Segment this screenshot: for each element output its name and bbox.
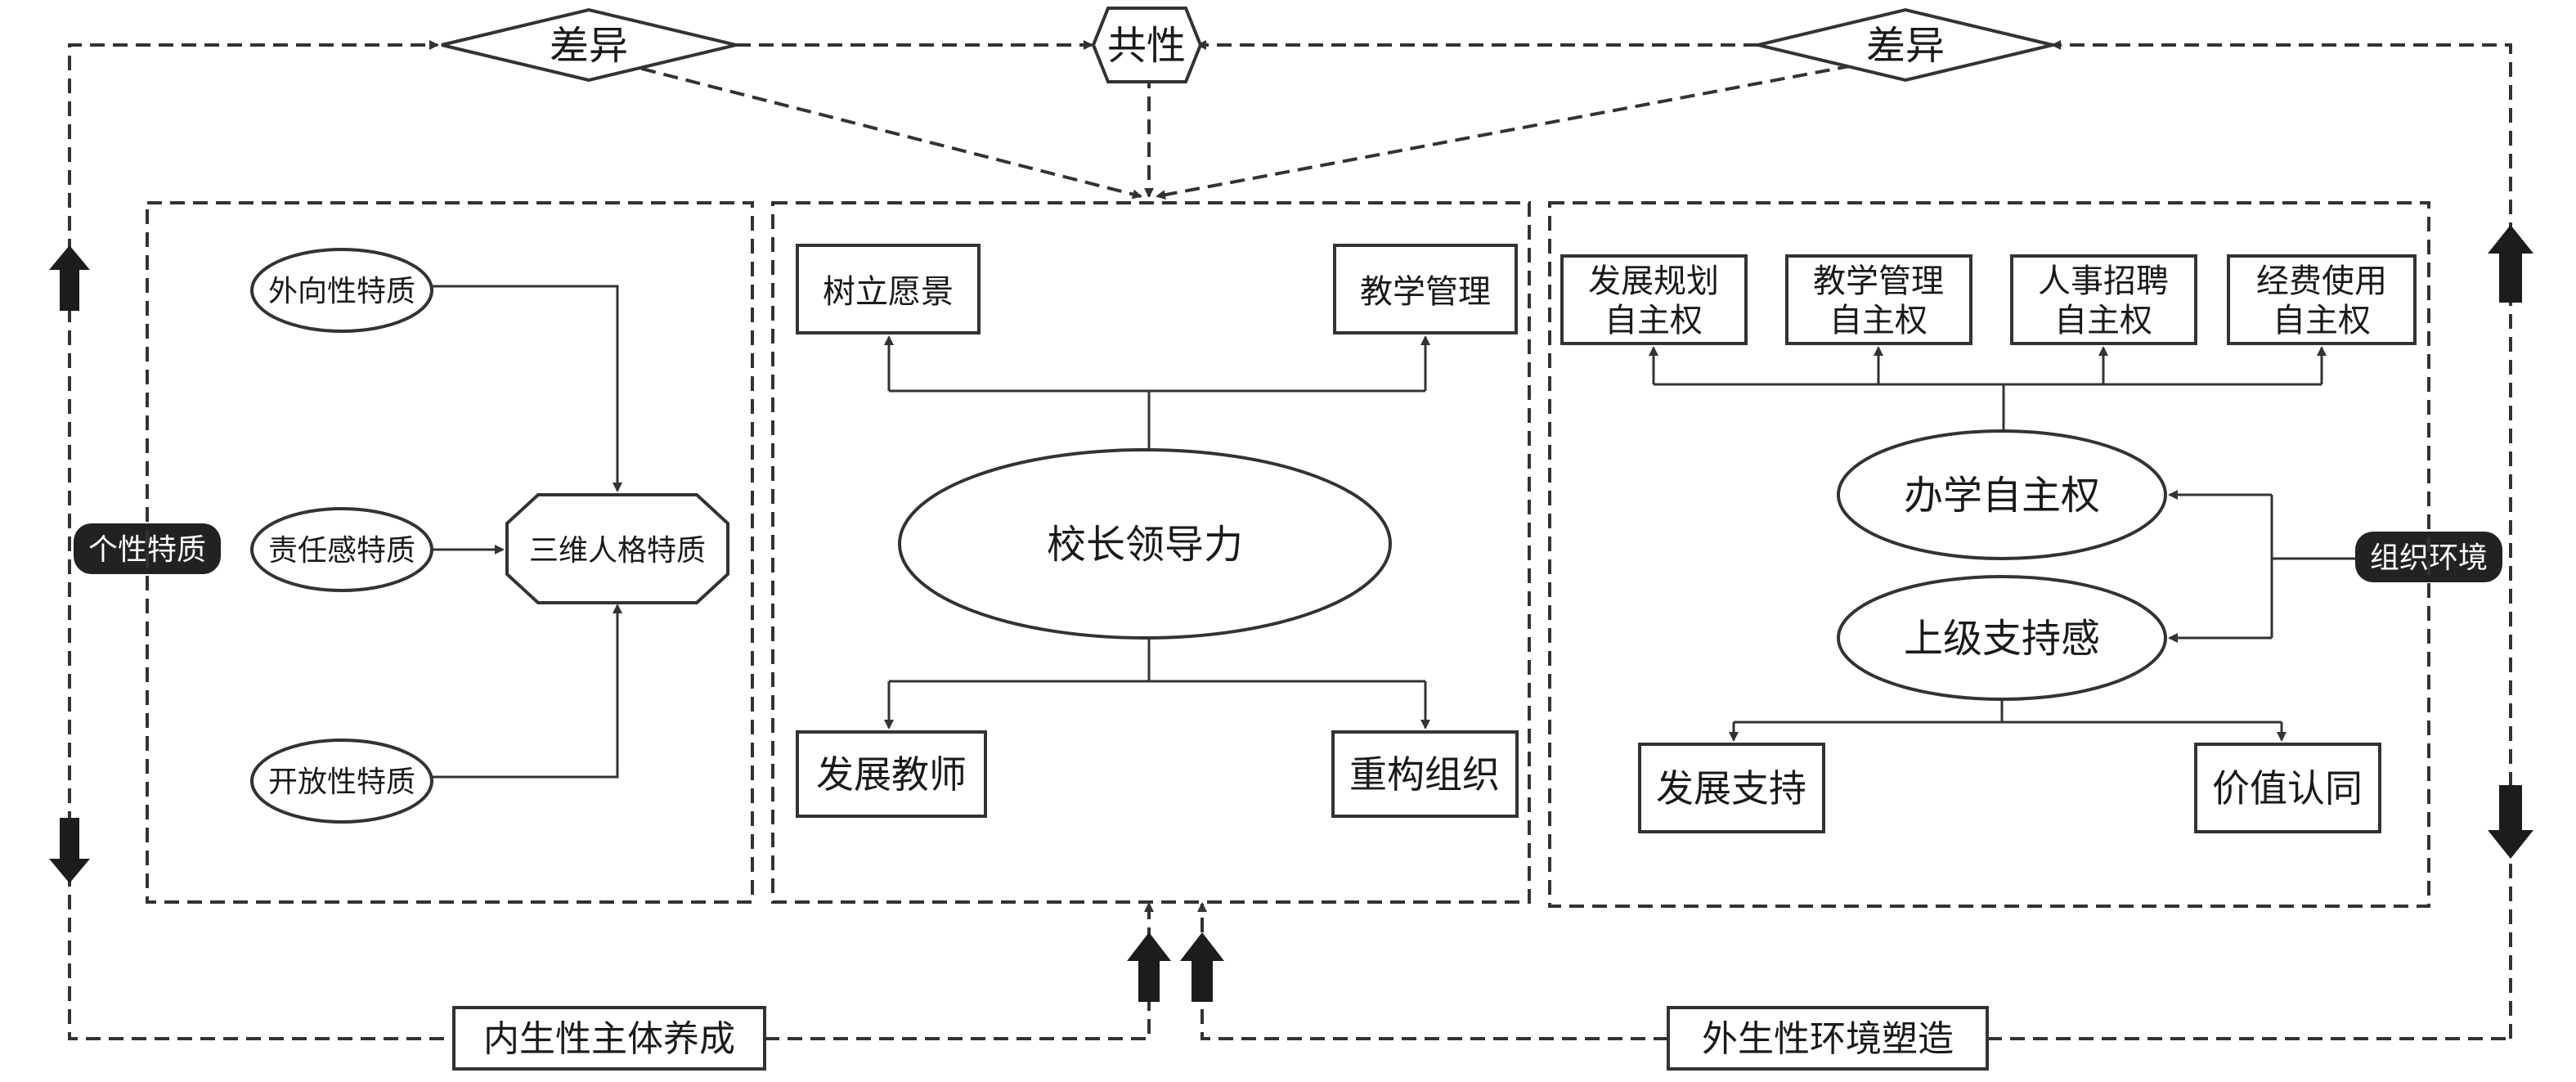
- planning-autonomy-box: 发展规划 自主权: [1560, 254, 1748, 345]
- trait-extraversion-text: 外向性特质: [268, 275, 415, 308]
- principal-leadership-text: 校长领导力: [1047, 522, 1243, 568]
- develop-teachers-box: 发展教师: [796, 730, 987, 818]
- value-identity-box: 价值认同: [2194, 743, 2381, 833]
- development-support-text: 发展支持: [1656, 766, 1806, 810]
- hiring-autonomy-line1: 人事招聘: [2038, 263, 2169, 300]
- vision-box: 树立愿景: [796, 244, 981, 334]
- bottom-left-label: 内生性主体养成: [452, 1006, 766, 1071]
- combined-traits-text: 三维人格特质: [529, 534, 706, 568]
- teaching-mgmt-box: 教学管理: [1333, 244, 1518, 334]
- personality-panel: 外向性特质 责任感特质 开放性特质 三维人格特质: [146, 201, 754, 904]
- teaching-autonomy-line2: 自主权: [1829, 302, 1928, 339]
- diff-left-text: 差异: [550, 23, 628, 69]
- personality-tag: 个性特质: [74, 523, 221, 574]
- bottom-up-arrows: [1127, 932, 1224, 1002]
- environment-panel: 发展规划 自主权 教学管理 自主权 人事招聘 自主权 经费使用 自主权 办学自主…: [1548, 201, 2430, 908]
- common-text: 共性: [1107, 23, 1186, 69]
- development-support-box: 发展支持: [1638, 743, 1825, 833]
- supervisor-support-ellipse: 上级支持感: [1837, 575, 2167, 701]
- right-down-arrow: [2488, 785, 2533, 859]
- teaching-autonomy-box: 教学管理 自主权: [1785, 254, 1972, 345]
- trait-extraversion: 外向性特质: [250, 248, 433, 333]
- diff-right-diamond: 差异: [1757, 7, 2053, 83]
- planning-autonomy-line2: 自主权: [1604, 302, 1703, 339]
- hiring-autonomy-line2: 自主权: [2054, 302, 2152, 339]
- combined-traits-octagon: 三维人格特质: [505, 493, 729, 604]
- restructure-org-box: 重构组织: [1331, 730, 1519, 818]
- teaching-autonomy-line1: 教学管理: [1813, 263, 1944, 300]
- trait-conscientiousness-text: 责任感特质: [268, 534, 415, 568]
- trait-openness: 开放性特质: [250, 739, 433, 824]
- left-up-arrow: [49, 245, 90, 311]
- bottom-left-label-text: 内生性主体养成: [483, 1018, 735, 1060]
- diff-left-diamond: 差异: [441, 7, 737, 83]
- trait-openness-text: 开放性特质: [268, 765, 415, 799]
- school-autonomy-text: 办学自主权: [1904, 473, 2100, 519]
- bottom-right-label-text: 外生性环境塑造: [1702, 1018, 1954, 1060]
- funding-autonomy-box: 经费使用 自主权: [2227, 254, 2417, 345]
- develop-teachers-text: 发展教师: [816, 752, 967, 797]
- right-up-arrow: [2488, 225, 2533, 303]
- principal-leadership-ellipse: 校长领导力: [898, 448, 1392, 640]
- funding-autonomy-line1: 经费使用: [2256, 263, 2387, 300]
- vision-text: 树立愿景: [823, 273, 954, 311]
- diff-right-text: 差异: [1866, 23, 1945, 69]
- bottom-right-label: 外生性环境塑造: [1667, 1006, 1989, 1071]
- leadership-panel: 树立愿景 教学管理 校长领导力 发展教师 重构组织: [771, 201, 1531, 904]
- hiring-autonomy-box: 人事招聘 自主权: [2010, 254, 2197, 345]
- planning-autonomy-line1: 发展规划: [1588, 263, 1719, 300]
- supervisor-support-text: 上级支持感: [1904, 616, 2100, 662]
- school-autonomy-ellipse: 办学自主权: [1837, 429, 2167, 560]
- value-identity-text: 价值认同: [2212, 766, 2363, 810]
- common-hexagon: 共性: [1091, 7, 1203, 83]
- left-down-arrow: [49, 818, 90, 883]
- trait-conscientiousness: 责任感特质: [250, 507, 433, 592]
- teaching-mgmt-text: 教学管理: [1360, 273, 1491, 311]
- restructure-org-text: 重构组织: [1349, 752, 1500, 797]
- funding-autonomy-line2: 自主权: [2273, 302, 2371, 339]
